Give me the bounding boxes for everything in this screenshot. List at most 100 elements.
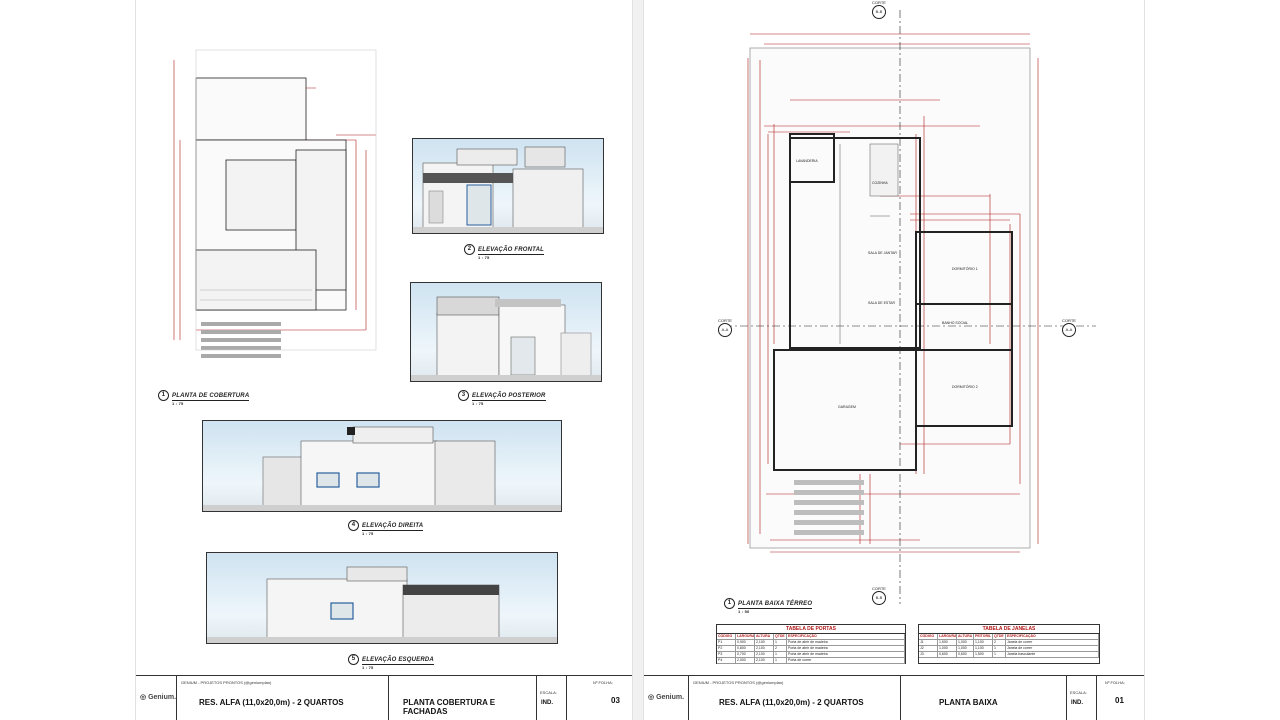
table-cell: 0,700	[736, 652, 755, 657]
table-header-cell: PEITORIL	[975, 634, 993, 639]
section-label: CORTE	[872, 0, 886, 5]
caption-number: 2	[464, 244, 475, 255]
room-label-kitchen: COZINHA	[872, 181, 888, 185]
elevation-front[interactable]	[412, 138, 604, 234]
caption-title: ELEVAÇÃO FRONTAL	[478, 247, 544, 256]
table-cell: Janela de correr	[1006, 640, 1099, 645]
roof-plan-drawing[interactable]	[166, 40, 386, 370]
sheet-gutter	[632, 0, 644, 720]
table-cell: 2,100	[755, 652, 774, 657]
table-cell: 1	[774, 658, 787, 663]
table-header-cell: LARGURA	[737, 634, 755, 639]
caption-title: PLANTA DE COBERTURA	[172, 393, 250, 402]
sheet-number: 01	[1115, 696, 1124, 705]
table-cell: 1	[774, 640, 787, 645]
drawing-cell: PLANTA COBERTURA E FACHADAS	[388, 676, 536, 720]
table-cell: 0,600	[957, 652, 974, 657]
caption-title: ELEVAÇÃO DIREITA	[362, 523, 424, 532]
room-label-dining: SALA DE JANTAR	[868, 251, 897, 255]
section-circle-icon: B-B	[872, 5, 886, 19]
drawing-title: PLANTA BAIXA	[939, 698, 998, 707]
table-cell: J3	[919, 652, 938, 657]
caption-scale: 1 : 75	[478, 255, 490, 260]
table-cell: 2,000	[736, 658, 755, 663]
caption-scale: 1 : 75	[362, 531, 374, 536]
caption-scale: 1 : 50	[738, 609, 750, 614]
section-label: CORTE	[1062, 318, 1076, 323]
project-title: RES. ALFA (11,0x20,0m) - 2 QUARTOS	[199, 698, 344, 707]
table-cell: Porta de abrir de madeira	[787, 652, 905, 657]
drawing-cell: PLANTA BAIXA	[900, 676, 1066, 720]
section-circle-icon: A-A	[1062, 323, 1076, 337]
table-header-cell: CÓDIGO	[919, 634, 938, 639]
table-cell: 1,000	[938, 646, 957, 651]
table-header-row: CÓDIGO LARGURA ALTURA QTDE ESPECIFICAÇÃO	[717, 634, 905, 640]
doors-table: TABELA DE PORTAS CÓDIGO LARGURA ALTURA Q…	[716, 624, 906, 664]
room-label-laundry: LAVANDERIA	[796, 159, 818, 163]
room-label-bedroom-1: DORMITÓRIO 1	[952, 266, 978, 271]
caption-number: 1	[158, 390, 169, 401]
table-cell: 1,000	[957, 646, 974, 651]
table-cell: 2,100	[755, 646, 774, 651]
table-cell: 1	[774, 652, 787, 657]
scale-value: IND.	[541, 700, 553, 706]
table-header-row: CÓDIGO LARGURA ALTURA PEITORIL QTDE ESPE…	[919, 634, 1099, 640]
sheet-number-label: Nº FOLHA:	[1105, 680, 1125, 685]
section-circle-icon: B-B	[872, 591, 886, 605]
table-cell: 1,500	[938, 640, 957, 645]
sheet-planta-baixa[interactable]: LAVANDERIA COZINHA SALA DE JANTAR SALA D…	[644, 0, 1144, 720]
table-cell: 1	[993, 646, 1006, 651]
table-cell: 2	[993, 640, 1006, 645]
caption-title: ELEVAÇÃO ESQUERDA	[362, 657, 434, 666]
room-label-garage: GARAGEM	[838, 405, 856, 409]
table-cell: Porta de abrir de madeira	[787, 640, 905, 645]
caption-scale: 1 : 75	[172, 401, 184, 406]
table-cell: P3	[717, 652, 736, 657]
table-cell: J1	[919, 640, 938, 645]
scale-value: IND.	[1071, 700, 1083, 706]
table-cell: J2	[919, 646, 938, 651]
scale-cell: ESCALA: IND.	[536, 676, 566, 720]
scale-label: ESCALA:	[1070, 690, 1087, 695]
caption-scale: 1 : 75	[472, 401, 484, 406]
title-block: ◎ Genium. GENIUM - PROJETOS PRONTOS (@ge…	[136, 675, 632, 720]
table-cell: 0,900	[736, 640, 755, 645]
elevation-right[interactable]	[202, 420, 562, 512]
scale-cell: ESCALA: IND.	[1066, 676, 1096, 720]
caption-number: 3	[458, 390, 469, 401]
sheet-number-cell: Nº FOLHA: 01	[1096, 676, 1144, 720]
table-header-cell: ESPECIFICAÇÃO	[1006, 634, 1099, 639]
table-cell: 1	[993, 652, 1006, 657]
table-cell: 1,100	[974, 646, 993, 651]
room-label-bedroom-2: DORMITÓRIO 2	[952, 384, 978, 389]
section-circle-icon: A-A	[718, 323, 732, 337]
table-cell: 1,000	[957, 640, 974, 645]
brand-name: Genium.	[148, 694, 177, 701]
table-cell: Porta de correr	[787, 658, 905, 663]
room-label-bath: BANHO SOCIAL	[942, 321, 968, 325]
table-header-cell: CÓDIGO	[717, 634, 736, 639]
floor-plan-drawing[interactable]: LAVANDERIA COZINHA SALA DE JANTAR SALA D…	[720, 4, 1100, 608]
elevation-left[interactable]	[206, 552, 558, 644]
caption-title: ELEVAÇÃO POSTERIOR	[472, 393, 546, 402]
genium-logo: ◎ Genium.	[648, 694, 685, 701]
table-cell: 0,600	[938, 652, 957, 657]
caption-title: PLANTA BAIXA TÉRREO	[738, 601, 813, 610]
caption-number: 1	[724, 598, 735, 609]
drawing-title: PLANTA COBERTURA E FACHADAS	[403, 698, 496, 716]
table-cell: 0,800	[736, 646, 755, 651]
elevation-rear[interactable]	[410, 282, 602, 382]
